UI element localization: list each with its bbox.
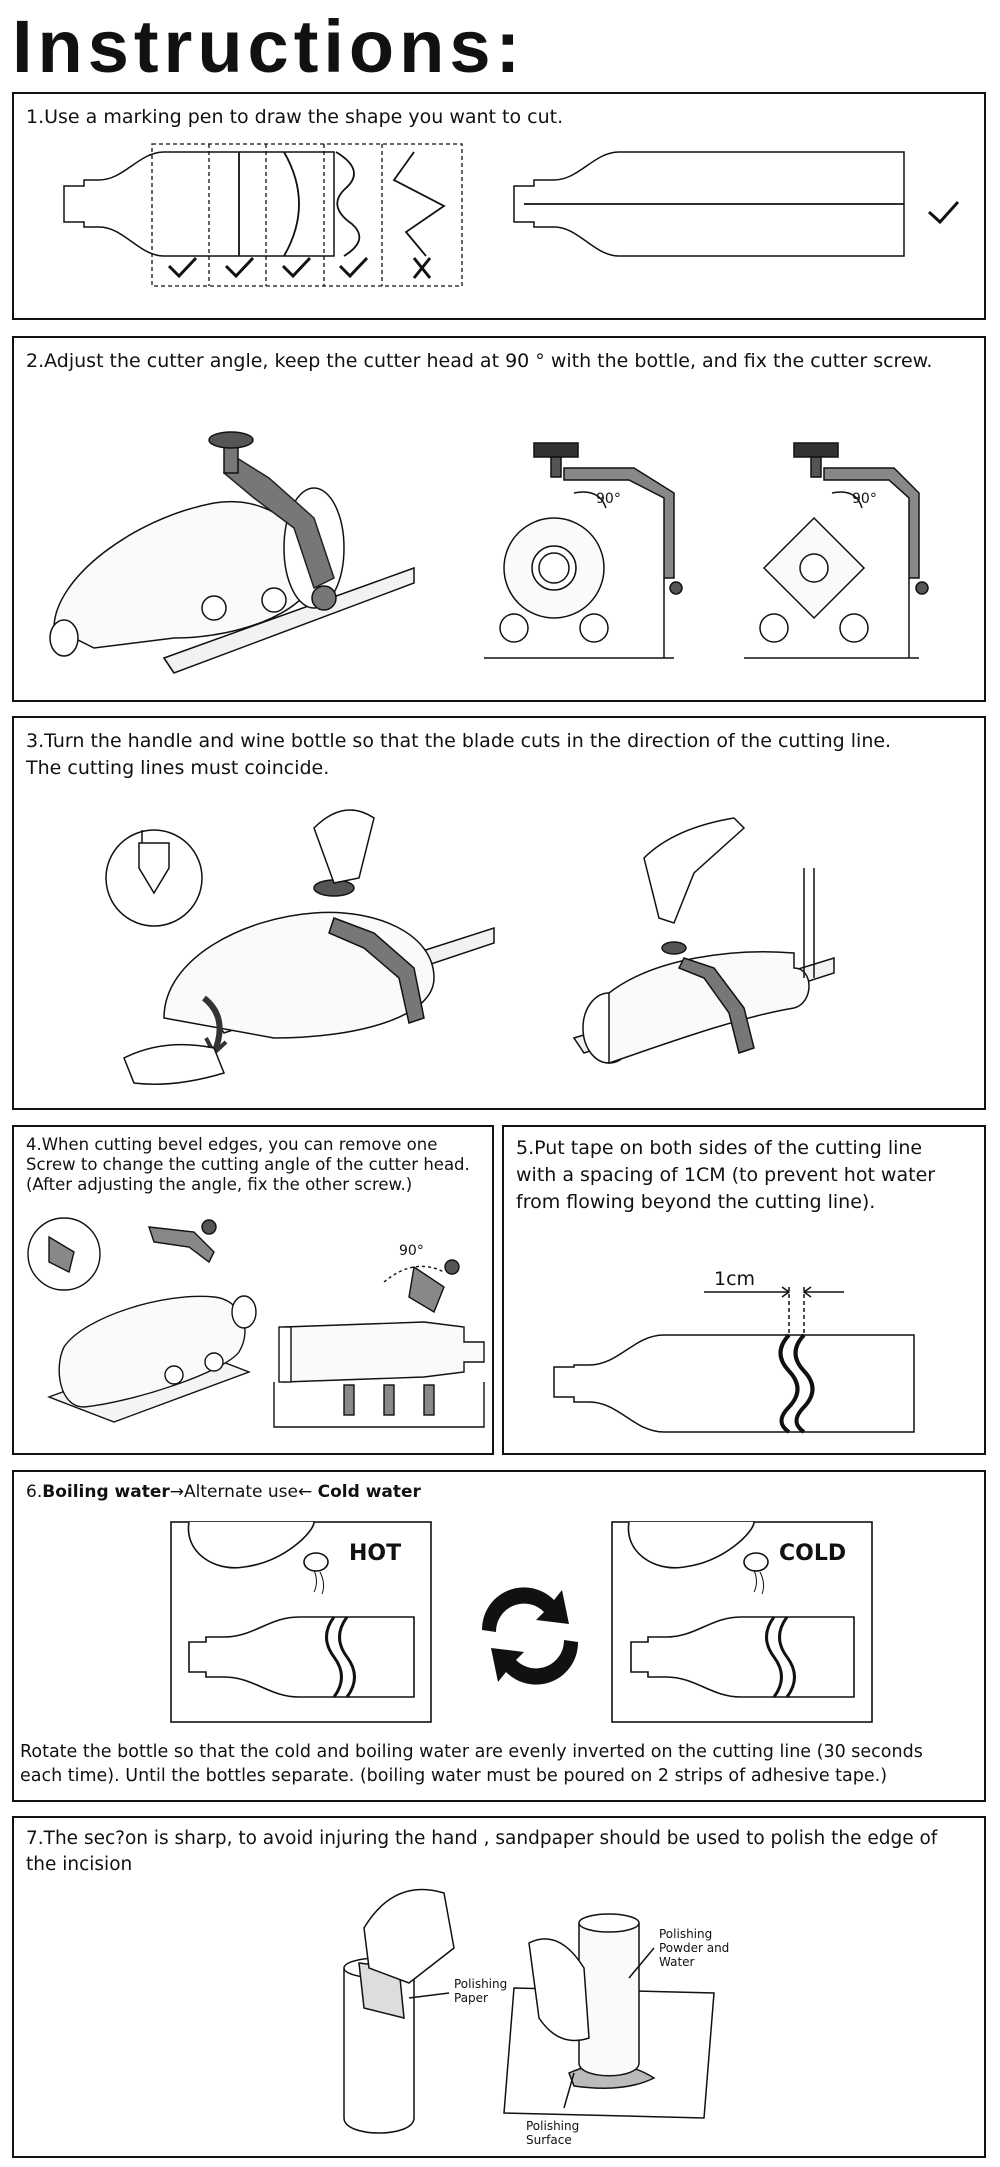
step-5-text-3: from flowing beyond the cutting line). [516,1191,876,1213]
step-4-illustration: 90° [27,1217,485,1428]
step-3-panel: 3.Turn the handle and wine bottle so tha… [12,716,986,1110]
step-3-text-1: 3.Turn the handle and wine bottle so tha… [26,730,892,752]
step-1-panel: 1.Use a marking pen to draw the shape yo… [12,92,986,320]
polishing-surface-label-1: Polishing [526,2119,579,2133]
step-6-desc-1: Rotate the bottle so that the cold and b… [20,1742,923,1762]
refresh-cycle-icon [481,1587,579,1685]
step-5-spacing-label: 1cm [714,1268,755,1290]
polishing-powder-label-1: Polishing [659,1927,712,1941]
step-7-text-1: 7.The sec?on is sharp, to avoid injuring… [26,1828,938,1849]
step-6-cold: Cold water [317,1482,421,1502]
step-5-illustration: 1cm [553,1268,915,1434]
cutter-with-bottle [49,431,415,674]
step-7-text-2: the incision [26,1854,133,1875]
polishing-powder-label-2: Powder and [659,1941,729,1955]
polishing-paper-label-1: Polishing [454,1977,507,1991]
cutter-front-round [484,442,683,659]
step-2-angle-label-b: 90° [852,491,877,507]
step-6-panel: 6.Boiling water→Alternate use← Cold wate… [12,1470,986,1802]
hot-label: HOT [349,1541,401,1566]
step-2-illustration: 90° 90° [49,431,929,674]
cold-label: COLD [779,1541,846,1566]
step-4-angle-label: 90° [399,1243,424,1259]
step-4-panel: 4.When cutting bevel edges, you can remo… [12,1125,494,1455]
step-4-text-2: Screw to change the cutting angle of the… [26,1155,470,1174]
step-6-boil: Boiling water [42,1482,170,1502]
step-7-illustration: Polishing Paper Polishing Powder and Wat… [343,1888,729,2147]
step-2-angle-label-a: 90° [596,491,621,507]
step-3-text-2: The cutting lines must coincide. [26,757,330,779]
step-5-text-1: 5.Put tape on both sides of the cutting … [516,1137,923,1159]
step-2-panel: 2.Adjust the cutter angle, keep the cutt… [12,336,986,702]
step-2-text: 2.Adjust the cutter angle, keep the cutt… [26,350,933,372]
step-7-panel: 7.The sec?on is sharp, to avoid injuring… [12,1816,986,2158]
step-4-text-3: (After adjusting the angle, fix the othe… [26,1175,413,1194]
step-4-text-1: 4.When cutting bevel edges, you can remo… [26,1135,438,1154]
cutter-front-square [744,442,929,659]
step-5-panel: 5.Put tape on both sides of the cutting … [502,1125,986,1455]
step-6-illustration: HOT COLD [170,1521,873,1723]
step-6-middle: →Alternate use← [169,1482,313,1502]
polishing-paper-label-2: Paper [454,1991,488,2005]
page-title: Instructions: [12,5,526,88]
step-5-text-2: with a spacing of 1CM (to prevent hot wa… [516,1164,936,1186]
polishing-surface-label-2: Surface [526,2133,572,2147]
step-6-desc-2: each time). Until the bottles separate. … [20,1766,888,1786]
step-1-text: 1.Use a marking pen to draw the shape yo… [26,106,564,128]
step-3-illustration [105,809,835,1085]
step-6-prefix: 6. [26,1482,43,1502]
polishing-powder-label-3: Water [659,1955,695,1969]
step-1-illustration [63,143,960,287]
step-6-title: 6.Boiling water→Alternate use← Cold wate… [26,1480,974,1504]
